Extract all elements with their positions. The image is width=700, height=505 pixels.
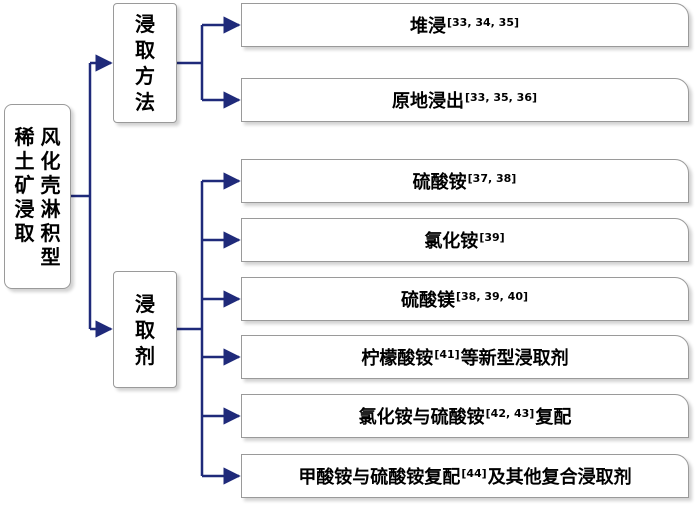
leaf-after: 复配: [535, 407, 572, 428]
leaf-ammonium-citrate: 柠檬酸铵[41]等新型浸取剂: [241, 335, 689, 379]
category-leaching-agent: 浸取剂: [113, 271, 177, 388]
leaf-text: 硫酸镁: [401, 290, 455, 311]
leaf-ref: [42, 43]: [485, 406, 535, 420]
vertical-char: 方: [135, 64, 155, 88]
vertical-char: 取: [14, 220, 35, 245]
leaf-ammonium-sulfate: 硫酸铵[37, 38]: [241, 159, 689, 203]
vertical-char: 取: [135, 38, 155, 62]
vertical-char: 矿: [14, 172, 35, 197]
leaf-after: 等新型浸取剂: [460, 348, 569, 369]
leaf-text: 甲酸铵与硫酸铵复配: [298, 467, 461, 488]
root-line-1: 风化壳淋积型: [41, 125, 61, 269]
category-label: 浸取方法: [135, 11, 155, 115]
leaf-ammonium-chloride: 氯化铵[39]: [241, 218, 689, 262]
vertical-char: 取: [135, 317, 155, 342]
vertical-char: 土: [14, 148, 35, 173]
leaf-ref: [33, 34, 35]: [447, 15, 519, 29]
leaf-ref: [33, 35, 36]: [465, 90, 537, 104]
leaf-chloride-sulfate-compound: 氯化铵与硫酸铵[42, 43]复配: [241, 394, 689, 438]
vertical-char: 稀: [14, 124, 35, 149]
root-node: 风化壳淋积型 稀土矿浸取: [4, 104, 71, 289]
leaf-ref: [44]: [461, 466, 487, 480]
leaf-ref: [38, 39, 40]: [456, 289, 528, 303]
leaf-text: 氯化铵: [424, 231, 479, 252]
leaf-text: 原地浸出: [392, 91, 464, 112]
vertical-char: 浸: [135, 291, 155, 316]
vertical-char: 浸: [14, 196, 35, 221]
vertical-char: 浸: [135, 12, 155, 36]
vertical-char: 剂: [135, 343, 155, 368]
category-leaching-method: 浸取方法: [113, 3, 177, 123]
vertical-char: 法: [135, 90, 155, 114]
leaf-text: 柠檬酸铵: [361, 348, 434, 369]
leaf-magnesium-sulfate: 硫酸镁[38, 39, 40]: [241, 277, 689, 321]
vertical-char: 积: [40, 220, 61, 245]
vertical-char: 化: [40, 148, 61, 173]
vertical-char: 风: [40, 124, 61, 149]
category-label: 浸取剂: [135, 291, 155, 369]
leaf-text: 硫酸铵: [412, 172, 467, 193]
root-line-2: 稀土矿浸取: [15, 125, 35, 269]
leaf-text: 氯化铵与硫酸铵: [358, 407, 485, 428]
vertical-char: 壳: [40, 172, 61, 197]
leaf-after: 及其他复合浸取剂: [487, 467, 632, 488]
leaf-text: 堆浸: [410, 16, 446, 37]
leaf-in-situ-leaching: 原地浸出[33, 35, 36]: [241, 78, 689, 122]
leaf-ref: [41]: [434, 347, 460, 361]
leaf-heap-leaching: 堆浸[33, 34, 35]: [241, 3, 689, 47]
leaf-ref: [39]: [479, 230, 505, 244]
vertical-char: 型: [40, 244, 61, 269]
leaf-ref: [37, 38]: [467, 171, 517, 185]
leaf-formate-sulfate-compound: 甲酸铵与硫酸铵复配[44]及其他复合浸取剂: [241, 454, 689, 498]
vertical-char: 淋: [40, 196, 61, 221]
